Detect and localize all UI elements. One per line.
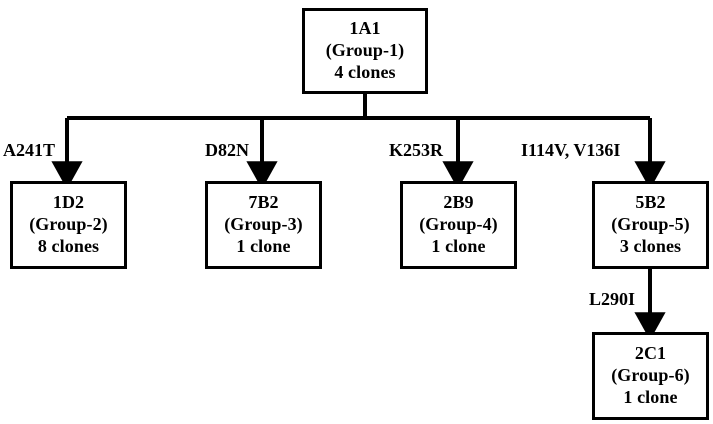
node-group-label: (Group-6) xyxy=(611,365,690,386)
node-2B9[interactable]: 2B9 (Group-4) 1 clone xyxy=(400,181,517,269)
node-clone-count: 1 clone xyxy=(623,386,678,407)
edge-label-A241T: A241T xyxy=(3,140,56,160)
node-clone-count: 8 clones xyxy=(37,235,100,256)
node-group-label: (Group-3) xyxy=(224,214,303,235)
node-clone-count: 3 clones xyxy=(619,235,682,256)
node-clone-count: 1 clone xyxy=(431,235,486,256)
node-2C1[interactable]: 2C1 (Group-6) 1 clone xyxy=(592,332,709,420)
node-clone-count: 4 clones xyxy=(334,61,396,82)
node-clone-id: 7B2 xyxy=(248,192,279,213)
node-clone-id: 1D2 xyxy=(52,192,85,213)
node-1A1[interactable]: 1A1 (Group-1) 4 clones xyxy=(302,8,428,94)
edge-label-L290I: L290I xyxy=(589,289,636,309)
node-7B2[interactable]: 7B2 (Group-3) 1 clone xyxy=(205,181,322,269)
edge-label-I114V-V136I: I114V, V136I xyxy=(521,140,621,160)
node-1D2[interactable]: 1D2 (Group-2) 8 clones xyxy=(10,181,127,269)
node-group-label: (Group-1) xyxy=(325,40,405,61)
node-group-label: (Group-4) xyxy=(419,214,498,235)
node-clone-id: 5B2 xyxy=(635,192,666,213)
node-clone-id: 2C1 xyxy=(634,343,667,364)
node-group-label: (Group-2) xyxy=(29,214,108,235)
node-clone-id: 1A1 xyxy=(349,18,381,39)
node-group-label: (Group-5) xyxy=(611,214,690,235)
node-clone-id: 2B9 xyxy=(443,192,474,213)
node-5B2[interactable]: 5B2 (Group-5) 3 clones xyxy=(592,181,709,269)
node-clone-count: 1 clone xyxy=(236,235,291,256)
edge-label-K253R: K253R xyxy=(389,140,443,160)
edge-label-D82N: D82N xyxy=(205,140,249,160)
